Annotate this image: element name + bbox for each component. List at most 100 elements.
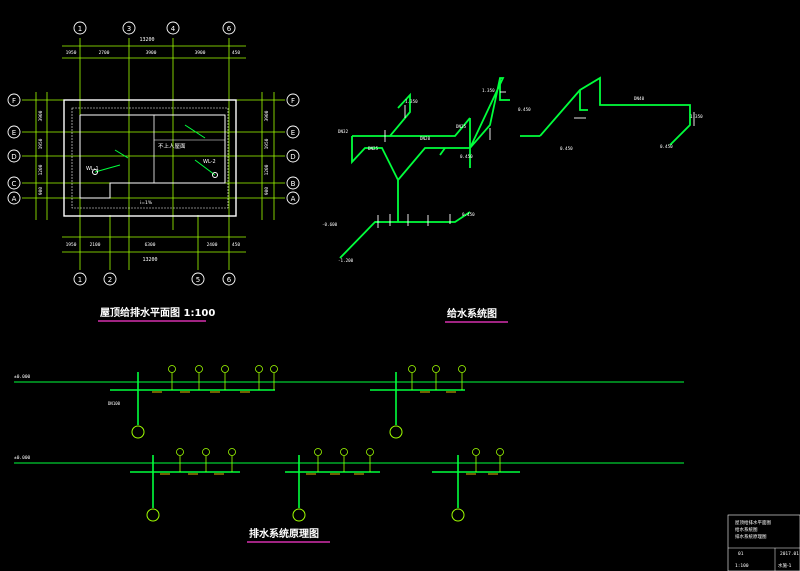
drainage-principle: ±0.000 DN100 ±0.000 [14, 365, 684, 543]
plan-dim-bottom-total: 13200 [142, 257, 157, 263]
axis-label-left: F [12, 97, 16, 105]
drain-row1-outlet-1 [131, 425, 145, 439]
supply-label: 1.350 [482, 88, 495, 93]
axis-label-right: E [291, 129, 295, 137]
plan-dim-right: 900 [264, 187, 270, 195]
supply-label: 0.450 [462, 212, 475, 217]
plan-dim-bottom: 1950 [66, 242, 77, 248]
axis-label-top: 6 [227, 25, 232, 33]
plan-dims-left: 3900 1950 1200 900 [38, 110, 44, 195]
drain-row1-level: ±0.000 [14, 374, 31, 380]
drain-row2-outlet-2 [292, 508, 306, 522]
axis-bubbles-left [7, 93, 21, 205]
axis-bubbles-top [73, 21, 236, 35]
title-block-scale: 1:100 [735, 563, 749, 569]
drain-row1-fixtures [168, 365, 466, 390]
drain-row1-pipe-label: DN100 [108, 401, 121, 406]
axis-labels-top: 1 3 4 6 [78, 25, 232, 33]
plan-dim-bottom: 2100 [90, 242, 101, 248]
title-block-line2: 给水系统图 [735, 526, 758, 533]
axis-label-top: 1 [78, 25, 82, 33]
axis-bubbles-bottom [73, 272, 236, 286]
plan-dim-bottom: 2400 [207, 242, 218, 248]
plan-dim-left: 900 [38, 187, 44, 195]
supply-label: 0.450 [518, 107, 531, 112]
axis-label-bottom: 2 [108, 276, 112, 284]
building-outline [63, 99, 237, 217]
title-block: 屋顶给排水平面图 给水系统图 排水系统原理图 01 2017.01 1:100 … [727, 514, 800, 571]
title-block-date: 2017.01 [780, 551, 799, 557]
plan-dim-right: 1950 [264, 138, 270, 149]
drain-row1-pipes [110, 372, 465, 425]
drain-row1-outlet-2 [389, 425, 403, 439]
supply-label: 1.350 [690, 114, 703, 119]
supply-label: -0.600 [322, 222, 338, 227]
plan-dim-left: 3900 [38, 110, 44, 121]
supply-label: 1.350 [405, 99, 418, 104]
drain-row2-level: ±0.000 [14, 455, 31, 461]
plan-wl1-label: WL-1 [86, 166, 99, 172]
axis-labels-right: F E D B A [290, 97, 295, 203]
drain-row2-pipes [130, 455, 520, 508]
plan-dim-top: 3900 [146, 50, 157, 56]
axis-label-right: B [291, 180, 296, 188]
supply-label: DN20 [420, 136, 431, 141]
plan-dim-top: 1950 [66, 50, 77, 56]
axis-label-bottom: 6 [227, 276, 232, 284]
axis-label-top: 3 [127, 25, 131, 33]
supply-title: 给水系统图 [447, 307, 497, 320]
supply-label: 0.450 [560, 146, 573, 151]
drain-row2-outlet-3 [451, 508, 465, 522]
roof-drain-1 [92, 169, 98, 175]
axis-label-left: D [11, 153, 16, 161]
title-block-line3: 排水系统原理图 [735, 533, 767, 540]
plan-dims-right: 3900 1950 1200 900 [264, 110, 270, 195]
axis-label-bottom: 5 [196, 276, 200, 284]
drain-row2-fixtures [176, 448, 504, 472]
supply-label: DN25 [456, 124, 467, 129]
axis-label-right: A [291, 195, 296, 203]
plan-title: 屋顶给排水平面图 1:100 [100, 306, 215, 319]
plan-dims-bottom: 1950 2100 6300 2400 450 [66, 242, 241, 248]
plan-dim-bottom: 6300 [145, 242, 156, 248]
supply-label: DN25 [368, 146, 379, 151]
plan-dims-top: 1950 2700 3900 3900 450 [66, 50, 241, 56]
axis-bubbles-right [286, 93, 300, 205]
plan-dim-bottom: 450 [232, 242, 240, 248]
plan-dim-right: 1200 [264, 164, 270, 175]
plan-wl2-label: WL-2 [203, 159, 216, 165]
axis-label-left: C [12, 180, 17, 188]
plan-roof-note: 不上人屋面 [158, 142, 186, 150]
axis-label-right: F [291, 97, 295, 105]
axis-label-bottom: 1 [78, 276, 82, 284]
supply-label: 0.450 [660, 144, 673, 149]
axis-label-right: D [290, 153, 295, 161]
supply-label: DN40 [634, 96, 645, 101]
title-block-sheet-no: 01 [738, 551, 744, 557]
roof-plan: WL-1 WL-2 不上人屋面 i=1% 13200 1950 2700 390… [7, 21, 300, 322]
supply-pipes [339, 76, 691, 259]
water-supply-isometric: DN32 DN25 1.350 0.450 DN20 DN25 0.450 0.… [322, 76, 703, 323]
axis-labels-bottom: 1 2 5 6 [78, 276, 232, 284]
axis-labels-left: F E D C A [11, 97, 16, 203]
plan-dim-top: 450 [232, 50, 240, 56]
plan-axis-grid [22, 38, 285, 270]
supply-label: 0.450 [460, 154, 473, 159]
plan-slope-label: i=1% [140, 200, 153, 206]
title-block-line1: 屋顶给排水平面图 [735, 519, 771, 526]
roof-drain-2 [212, 172, 218, 178]
plan-dim-left: 1200 [38, 164, 44, 175]
drain-row2-outlet-1 [146, 508, 160, 522]
plan-dim-left: 1950 [38, 138, 44, 149]
title-block-drawing-no: 水施-1 [778, 562, 792, 569]
plan-drain-marks [94, 124, 216, 176]
plan-dim-top: 2700 [99, 50, 110, 56]
supply-fittings [377, 91, 695, 228]
drainage-title: 排水系统原理图 [249, 527, 319, 540]
supply-labels: DN32 DN25 1.350 0.450 DN20 DN25 0.450 0.… [322, 88, 703, 263]
plan-dim-top-total: 13200 [139, 37, 154, 43]
plan-dim-right: 3900 [264, 110, 270, 121]
axis-label-top: 4 [171, 25, 176, 33]
supply-label: -1.200 [338, 258, 354, 263]
